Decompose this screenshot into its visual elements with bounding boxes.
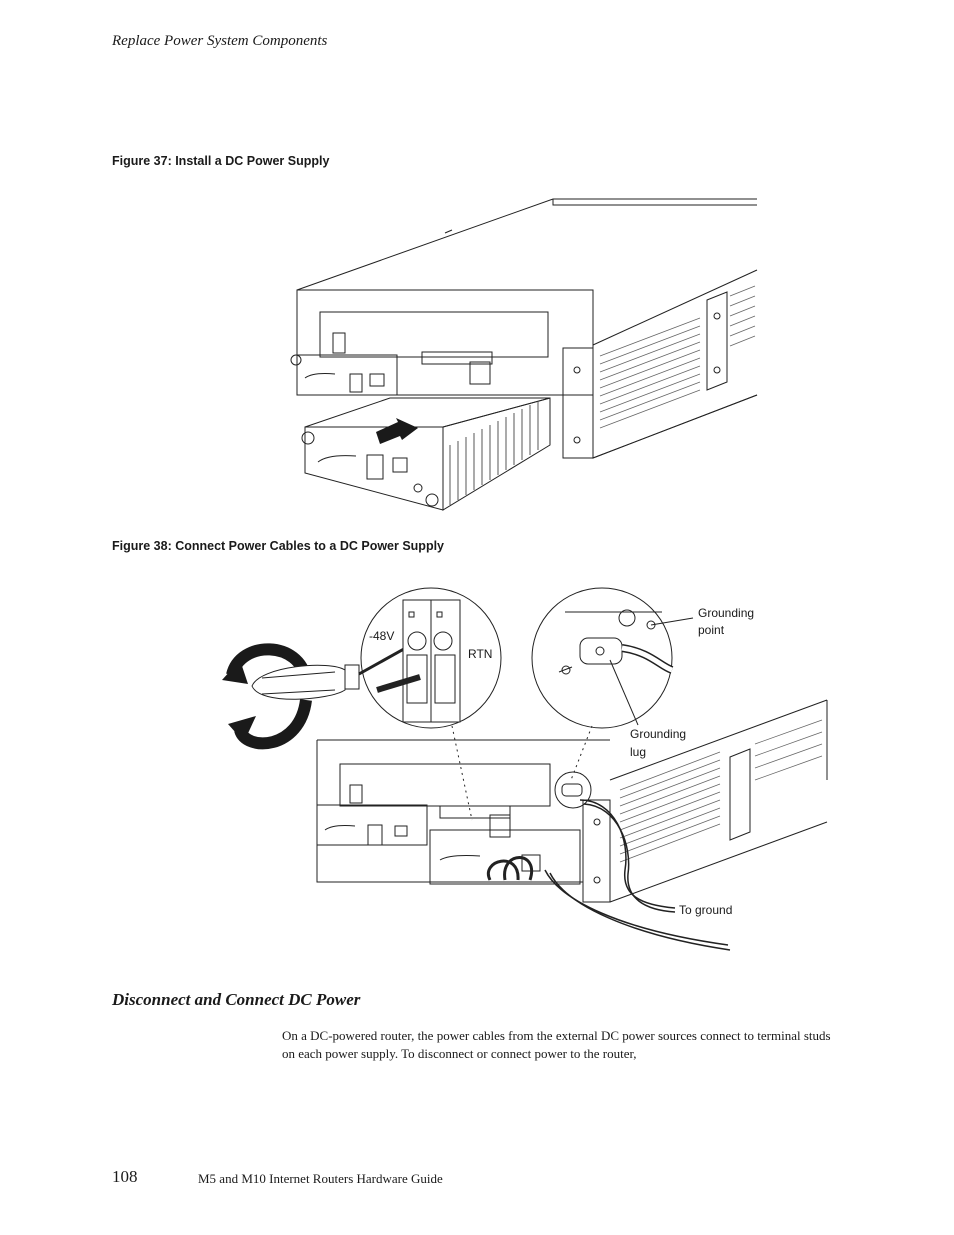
figure-37-caption: Figure 37: Install a DC Power Supply [112, 154, 330, 168]
figure-37-illustration [290, 198, 758, 511]
footer-title: M5 and M10 Internet Routers Hardware Gui… [198, 1171, 443, 1186]
page-number: 108 [112, 1167, 138, 1186]
running-head: Replace Power System Components [112, 33, 328, 49]
label-rtn: RTN [468, 647, 492, 661]
label-grounding-lug-line2: lug [630, 745, 646, 759]
label-grounding-point-line2: point [698, 623, 725, 637]
figure-38-caption: Figure 38: Connect Power Cables to a DC … [112, 539, 445, 553]
body-paragraph: On a DC-powered router, the power cables… [282, 1028, 831, 1061]
label-grounding-lug-line1: Grounding [630, 727, 686, 741]
screwdriver-icon [251, 638, 421, 700]
label-to-ground: To ground [679, 903, 732, 917]
label-neg48v: -48V [369, 629, 394, 643]
figure-38-illustration: -48V RTN Grounding point Grounding lug T… [222, 587, 828, 951]
section-heading: Disconnect and Connect DC Power [112, 990, 361, 1009]
label-grounding-point-line1: Grounding [698, 606, 754, 620]
